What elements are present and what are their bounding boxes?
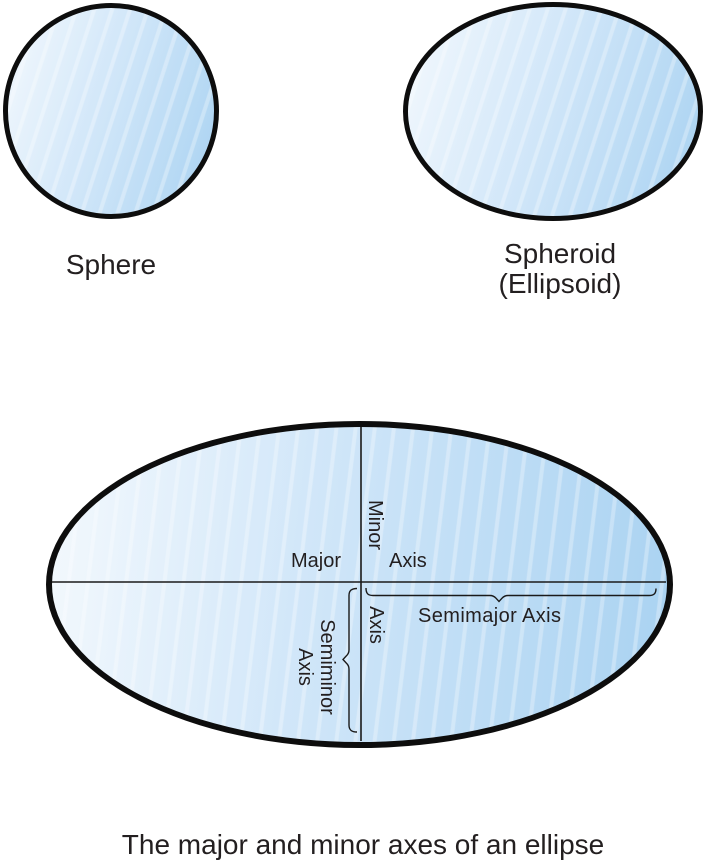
semiminor-axis-label-line2: Axis: [294, 648, 316, 686]
spheroid-label-line1: Spheroid: [503, 238, 617, 269]
semiminor-axis-label-line1: Semiminor: [316, 619, 338, 715]
semiminor-axis-label: Semiminor Axis: [294, 619, 338, 715]
semimajor-brace: [365, 587, 657, 603]
semiminor-brace: [342, 587, 358, 733]
sphere-label: Sphere: [65, 249, 157, 280]
minor-axis-word-bottom: Axis: [365, 606, 387, 644]
spheroid-label: Spheroid (Ellipsoid): [450, 239, 670, 299]
spheroid-shape: [403, 2, 703, 221]
semimajor-axis-label: Semimajor Axis: [418, 605, 562, 627]
major-axis-word-left: Major: [290, 550, 341, 572]
spheroid-label-line2: (Ellipsoid): [498, 268, 622, 299]
figure-caption: The major and minor axes of an ellipse: [121, 829, 605, 860]
major-axis-word-right: Axis: [389, 550, 427, 572]
sphere-shape: [3, 3, 219, 219]
minor-axis-word-top: Minor: [364, 499, 386, 551]
ellipse-shape: [46, 421, 673, 748]
